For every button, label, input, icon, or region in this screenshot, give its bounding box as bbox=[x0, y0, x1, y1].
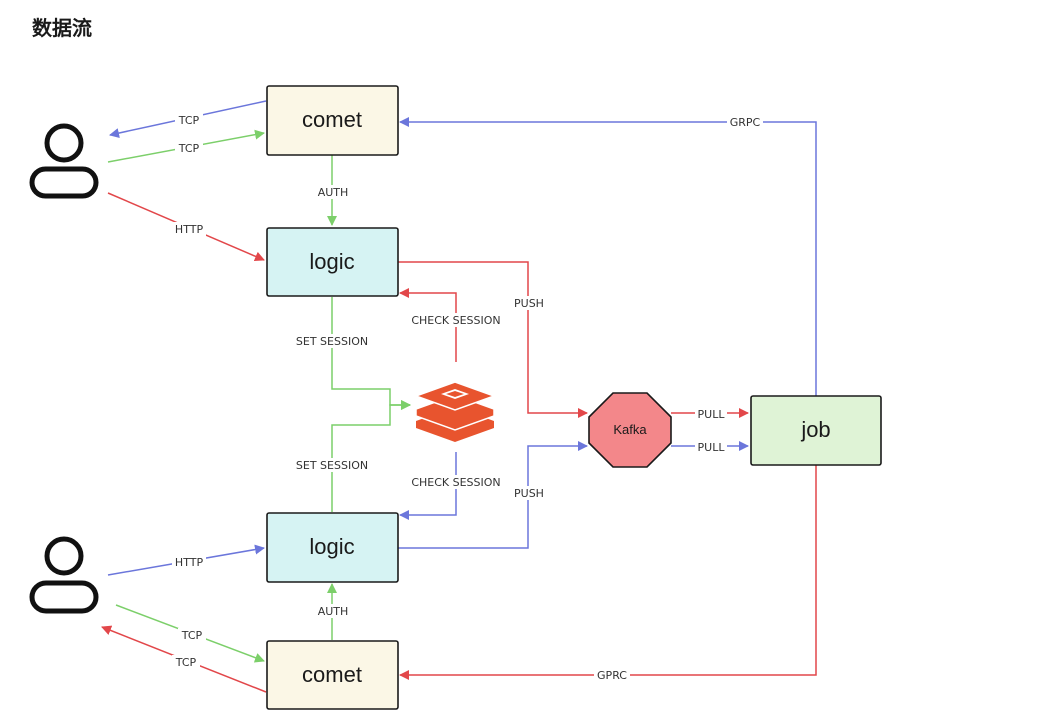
edge-set-session-top: SET SESSION bbox=[295, 297, 411, 410]
user-icon bbox=[29, 536, 99, 614]
edge-label-tcp: TCP bbox=[178, 142, 200, 155]
edge-label-set-session: SET SESSION bbox=[296, 335, 368, 348]
node-kafka: Kafka bbox=[588, 392, 672, 468]
edge-label-tcp: TCP bbox=[175, 656, 197, 669]
edge-label-check-session: CHECK SESSION bbox=[411, 314, 500, 327]
edge-http-bottom: HTTP bbox=[107, 544, 265, 576]
node-comet-bottom: comet bbox=[266, 640, 399, 710]
edge-tcp-top-out: TCP bbox=[109, 100, 267, 138]
edge-http-top: HTTP bbox=[107, 192, 265, 262]
edge-label-http: HTTP bbox=[175, 223, 204, 236]
node-label: Kafka bbox=[613, 422, 647, 437]
edge-label-http: HTTP bbox=[175, 556, 204, 569]
edge-tcp-bottom-out: TCP bbox=[101, 625, 267, 693]
edge-auth-bottom: AUTH bbox=[314, 583, 352, 640]
edge-tcp-bottom-in: TCP bbox=[115, 604, 265, 663]
node-label: comet bbox=[302, 107, 362, 132]
edge-label-pull: PULL bbox=[698, 408, 726, 421]
edge-label-check-session: CHECK SESSION bbox=[411, 476, 500, 489]
edge-label-push: PUSH bbox=[514, 487, 544, 500]
edge-label-auth: AUTH bbox=[318, 186, 349, 199]
node-logic-bottom: logic bbox=[266, 512, 399, 583]
edge-pull-top: PULL bbox=[671, 407, 749, 421]
edge-grpc-top: GRPC bbox=[399, 115, 817, 396]
edge-auth-top: AUTH bbox=[314, 155, 352, 226]
node-label: comet bbox=[302, 662, 362, 687]
node-logic-top: logic bbox=[266, 227, 399, 297]
edge-label-gprc: GPRC bbox=[597, 669, 627, 682]
edge-label-tcp: TCP bbox=[181, 629, 203, 642]
edge-push-top: PUSH bbox=[398, 261, 588, 418]
node-label: logic bbox=[309, 249, 354, 274]
user-icon bbox=[29, 123, 99, 199]
node-job: job bbox=[750, 395, 882, 466]
edge-label-grpc: GRPC bbox=[730, 116, 761, 129]
edge-pull-bottom: PULL bbox=[671, 440, 749, 454]
edge-label-tcp: TCP bbox=[178, 114, 200, 127]
edge-check-session-top: CHECK SESSION bbox=[399, 288, 506, 362]
edge-label-set-session: SET SESSION bbox=[296, 459, 368, 472]
node-label: logic bbox=[309, 534, 354, 559]
redis-icon bbox=[413, 381, 497, 442]
edge-label-pull: PULL bbox=[698, 441, 726, 454]
node-comet-top: comet bbox=[266, 85, 399, 156]
edge-push-bottom: PUSH bbox=[398, 441, 588, 549]
edge-set-session-bottom: SET SESSION bbox=[295, 400, 411, 512]
edge-label-auth: AUTH bbox=[318, 605, 349, 618]
node-label: job bbox=[800, 417, 830, 442]
page-title: 数据流 bbox=[32, 16, 92, 40]
edge-grpc-bottom: GPRC bbox=[399, 465, 817, 682]
edge-tcp-top-in: TCP bbox=[107, 129, 265, 163]
edge-label-push: PUSH bbox=[514, 297, 544, 310]
edge-check-session-bottom: CHECK SESSION bbox=[399, 452, 506, 520]
